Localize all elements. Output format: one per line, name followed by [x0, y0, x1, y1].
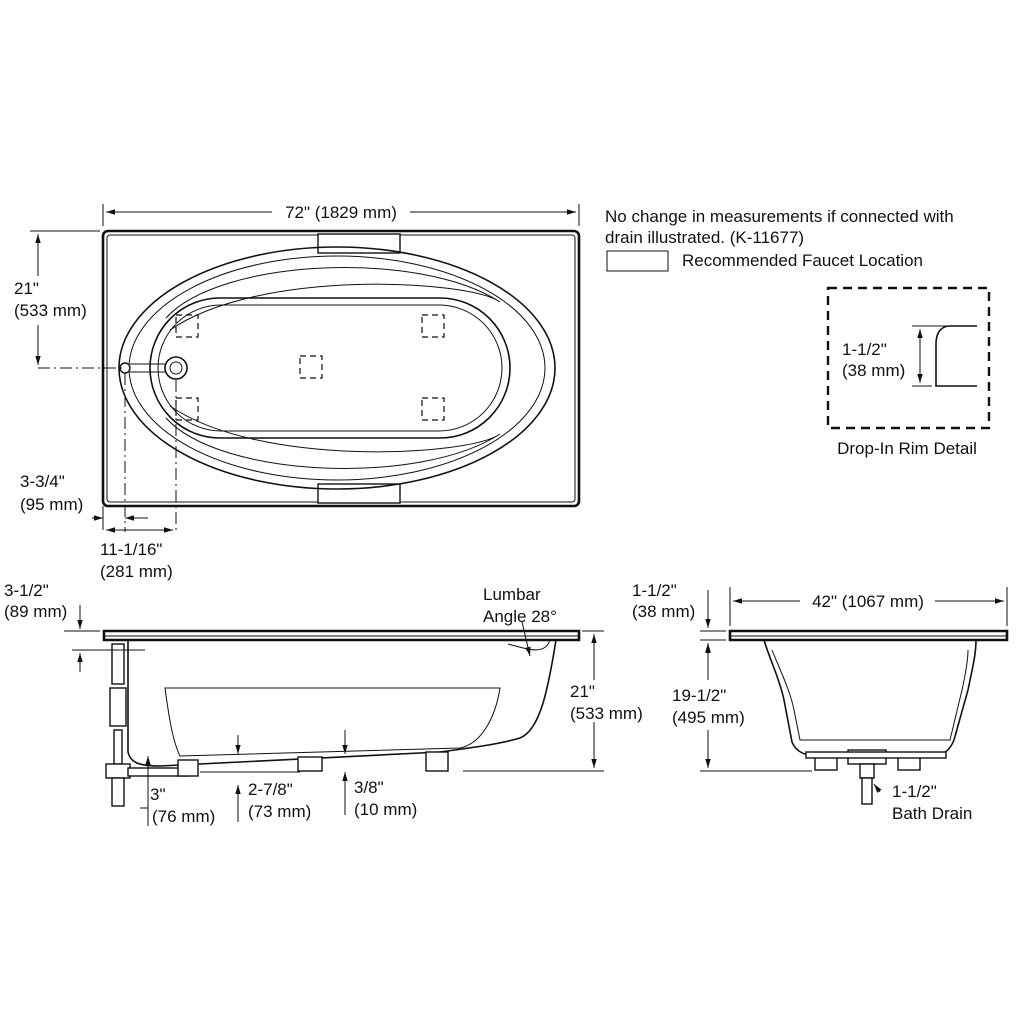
side-lumbar-leader — [521, 621, 531, 657]
side-floor-in: 2-7/8" — [248, 780, 293, 799]
side-height-in: 21" — [570, 682, 595, 701]
side-foot-in: 3/8" — [354, 778, 384, 797]
rim-detail-dim-mm: (38 mm) — [842, 361, 905, 380]
side-rim-in: 3-1/2" — [4, 581, 49, 600]
end-height-in: 19-1/2" — [672, 686, 726, 705]
faucet-location-bottom — [317, 483, 401, 504]
side-foot-1 — [297, 756, 323, 772]
note-line-2: drain illustrated. (K-11677) — [605, 228, 804, 247]
side-foot-mm: (10 mm) — [354, 800, 417, 819]
rim-detail — [826, 286, 991, 430]
plan-offset-a-mm: (95 mm) — [20, 495, 83, 514]
side-basin-inner — [164, 687, 501, 757]
end-drain-label: Bath Drain — [892, 804, 972, 823]
side-drain-mm: (76 mm) — [152, 807, 215, 826]
side-rim-mm: (89 mm) — [4, 602, 67, 621]
basin-second-edge — [128, 255, 546, 481]
support-pad-4 — [175, 397, 199, 421]
side-view — [64, 605, 604, 826]
side-height-mm: (533 mm) — [570, 704, 643, 723]
plan-outer-rim — [101, 229, 581, 508]
drain-inner — [169, 361, 183, 375]
basin-floor-inner — [157, 304, 503, 432]
end-width-label: 42" (1067 mm) — [812, 592, 924, 611]
basin-outer-edge — [118, 246, 556, 490]
plan-view — [30, 204, 581, 533]
faucet-location-top — [317, 233, 401, 254]
end-rim — [728, 629, 1009, 642]
side-drain-assembly — [105, 643, 199, 807]
rim-detail-frame — [826, 286, 991, 430]
end-height-mm: (495 mm) — [672, 708, 745, 727]
plan-width-in-label: 21" — [14, 279, 39, 298]
side-drain-in: 3" — [150, 785, 166, 804]
rim-detail-title: Drop-In Rim Detail — [837, 439, 977, 458]
end-basin-inner — [771, 649, 969, 741]
support-pad-2 — [421, 314, 445, 338]
side-floor-mm: (73 mm) — [248, 802, 311, 821]
plan-offset-a-in: 3-3/4" — [20, 472, 65, 491]
note-line-1: No change in measurements if connected w… — [605, 207, 954, 226]
support-pad-5 — [421, 397, 445, 421]
plan-offset-b-in: 11-1/16" — [100, 540, 162, 559]
drain-outer — [164, 356, 188, 380]
support-pad-3 — [299, 355, 323, 379]
side-lumbar-curve — [507, 639, 551, 651]
legend-faucet-swatch — [606, 250, 669, 272]
basin-armrest-curve-bottom — [165, 405, 501, 469]
end-rim-in: 1-1/2" — [632, 581, 677, 600]
rim-detail-dim-in: 1-1/2" — [842, 340, 887, 359]
plan-inner-rim — [106, 234, 576, 503]
basin-floor-outer — [149, 297, 511, 439]
side-basin-outline — [127, 639, 557, 767]
end-basin-outline — [763, 639, 977, 757]
side-foot-2 — [425, 751, 449, 772]
end-rim-mm: (38 mm) — [632, 602, 695, 621]
side-lumbar-line-2: Angle 28° — [483, 607, 557, 626]
basin-armrest-curve-top — [165, 267, 501, 331]
end-drain-pipe — [859, 763, 875, 779]
side-lumbar-line-1: Lumbar — [483, 585, 541, 604]
plan-width-mm-label: (533 mm) — [14, 301, 87, 320]
end-drain-size: 1-1/2" — [892, 782, 937, 801]
end-view — [700, 587, 1009, 805]
plan-offset-b-mm: (281 mm) — [100, 562, 173, 581]
rim-detail-profile — [935, 325, 977, 387]
support-pad-1 — [175, 314, 199, 338]
side-rim — [102, 629, 581, 642]
plan-length-label: 72" (1829 mm) — [285, 203, 397, 222]
legend-faucet-label: Recommended Faucet Location — [682, 251, 923, 270]
